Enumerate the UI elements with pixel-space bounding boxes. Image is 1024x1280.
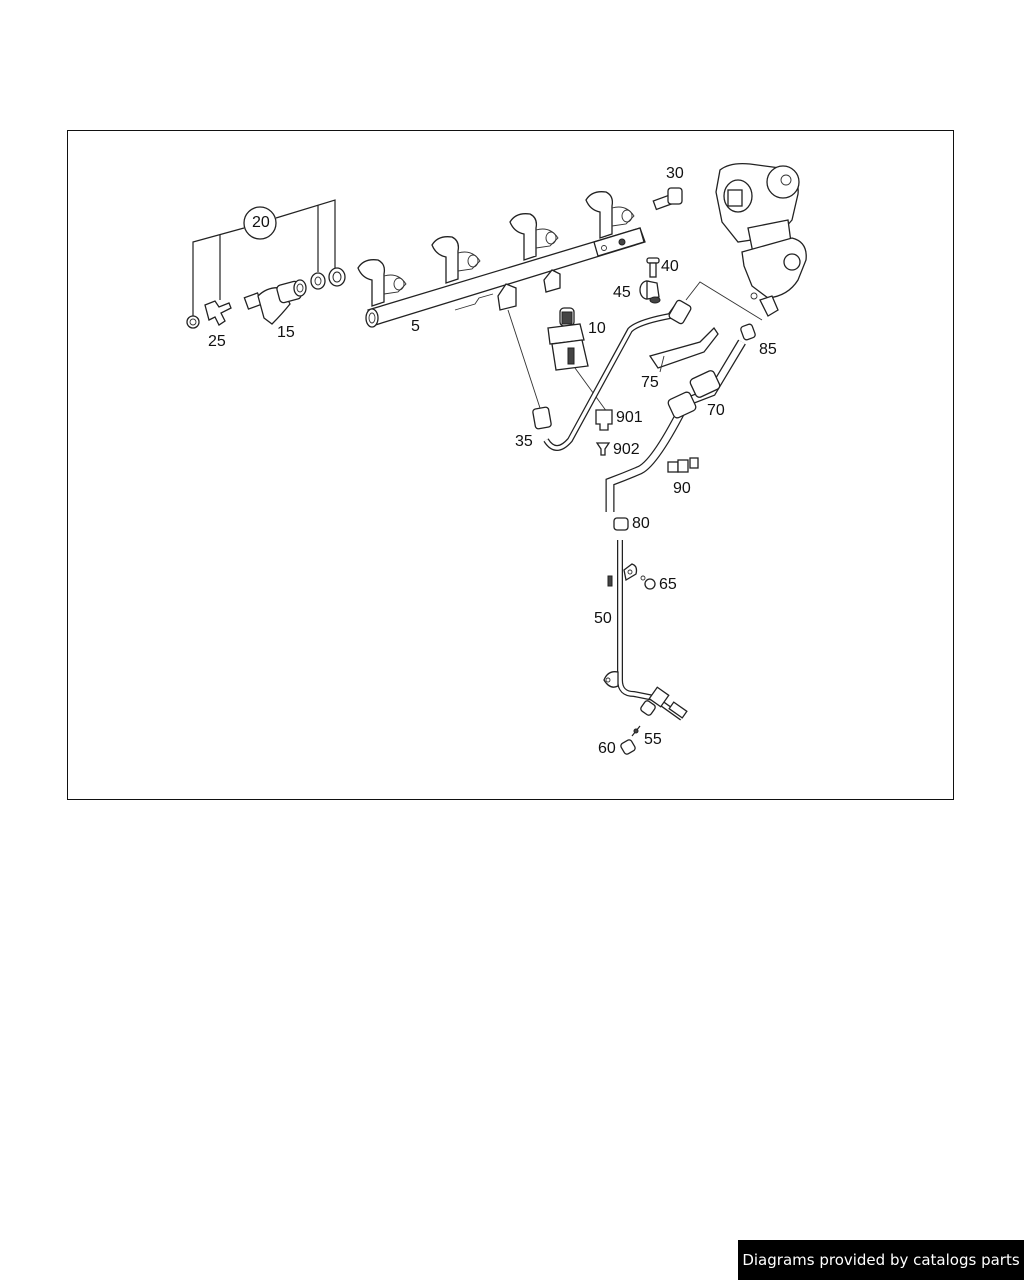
callout-50: 50 [594,610,612,627]
part-15-injector [243,279,307,325]
part-45-banjo-fitting [639,280,661,304]
part-50-return-line [603,540,688,721]
callout-40: 40 [661,258,679,275]
part-80-clamp [613,517,629,531]
part-25-clip [204,300,232,326]
callout-10: 10 [588,320,606,337]
callout-85: 85 [759,341,777,358]
part-40-bolt [646,257,660,278]
part-902-cap [595,442,611,456]
callout-25: 25 [208,333,226,350]
part-washers [310,267,346,290]
part-30-bolt [652,187,683,211]
callout-901: 901 [616,409,643,426]
callout-45: 45 [613,284,631,301]
callout-55: 55 [644,731,662,748]
part-o-ring [186,315,200,329]
credit-text: Diagrams provided by catalogs parts [742,1251,1020,1269]
callout-90: 90 [673,480,691,497]
callout-35: 35 [515,433,533,450]
callout-70: 70 [707,402,725,419]
part-10-pressure-sensor [547,307,589,371]
part-90-clip [667,457,699,473]
part-high-pressure-pump [715,162,807,317]
part-65-nut [640,575,656,590]
part-70-hose [605,339,746,512]
group-20-leaders [192,199,336,318]
callout-30: 30 [666,165,684,182]
callout-75: 75 [641,374,659,391]
part-85-seal [740,323,756,341]
part-5-fuel-rail [357,191,646,328]
part-55-valve [631,725,641,737]
callout-65: 65 [659,576,677,593]
callout-60: 60 [598,740,616,757]
callout-902: 902 [613,441,640,458]
callout-5: 5 [411,318,420,335]
part-75-holder [648,326,719,373]
part-35-fuel-line [507,281,763,451]
diagram-frame [67,130,954,800]
callout-15: 15 [277,324,295,341]
part-60-cap [620,739,636,755]
part-901-connector [595,409,613,431]
callout-20: 20 [252,214,270,231]
diagram-credit-banner: Diagrams provided by catalogs parts [738,1240,1024,1280]
callout-80: 80 [632,515,650,532]
